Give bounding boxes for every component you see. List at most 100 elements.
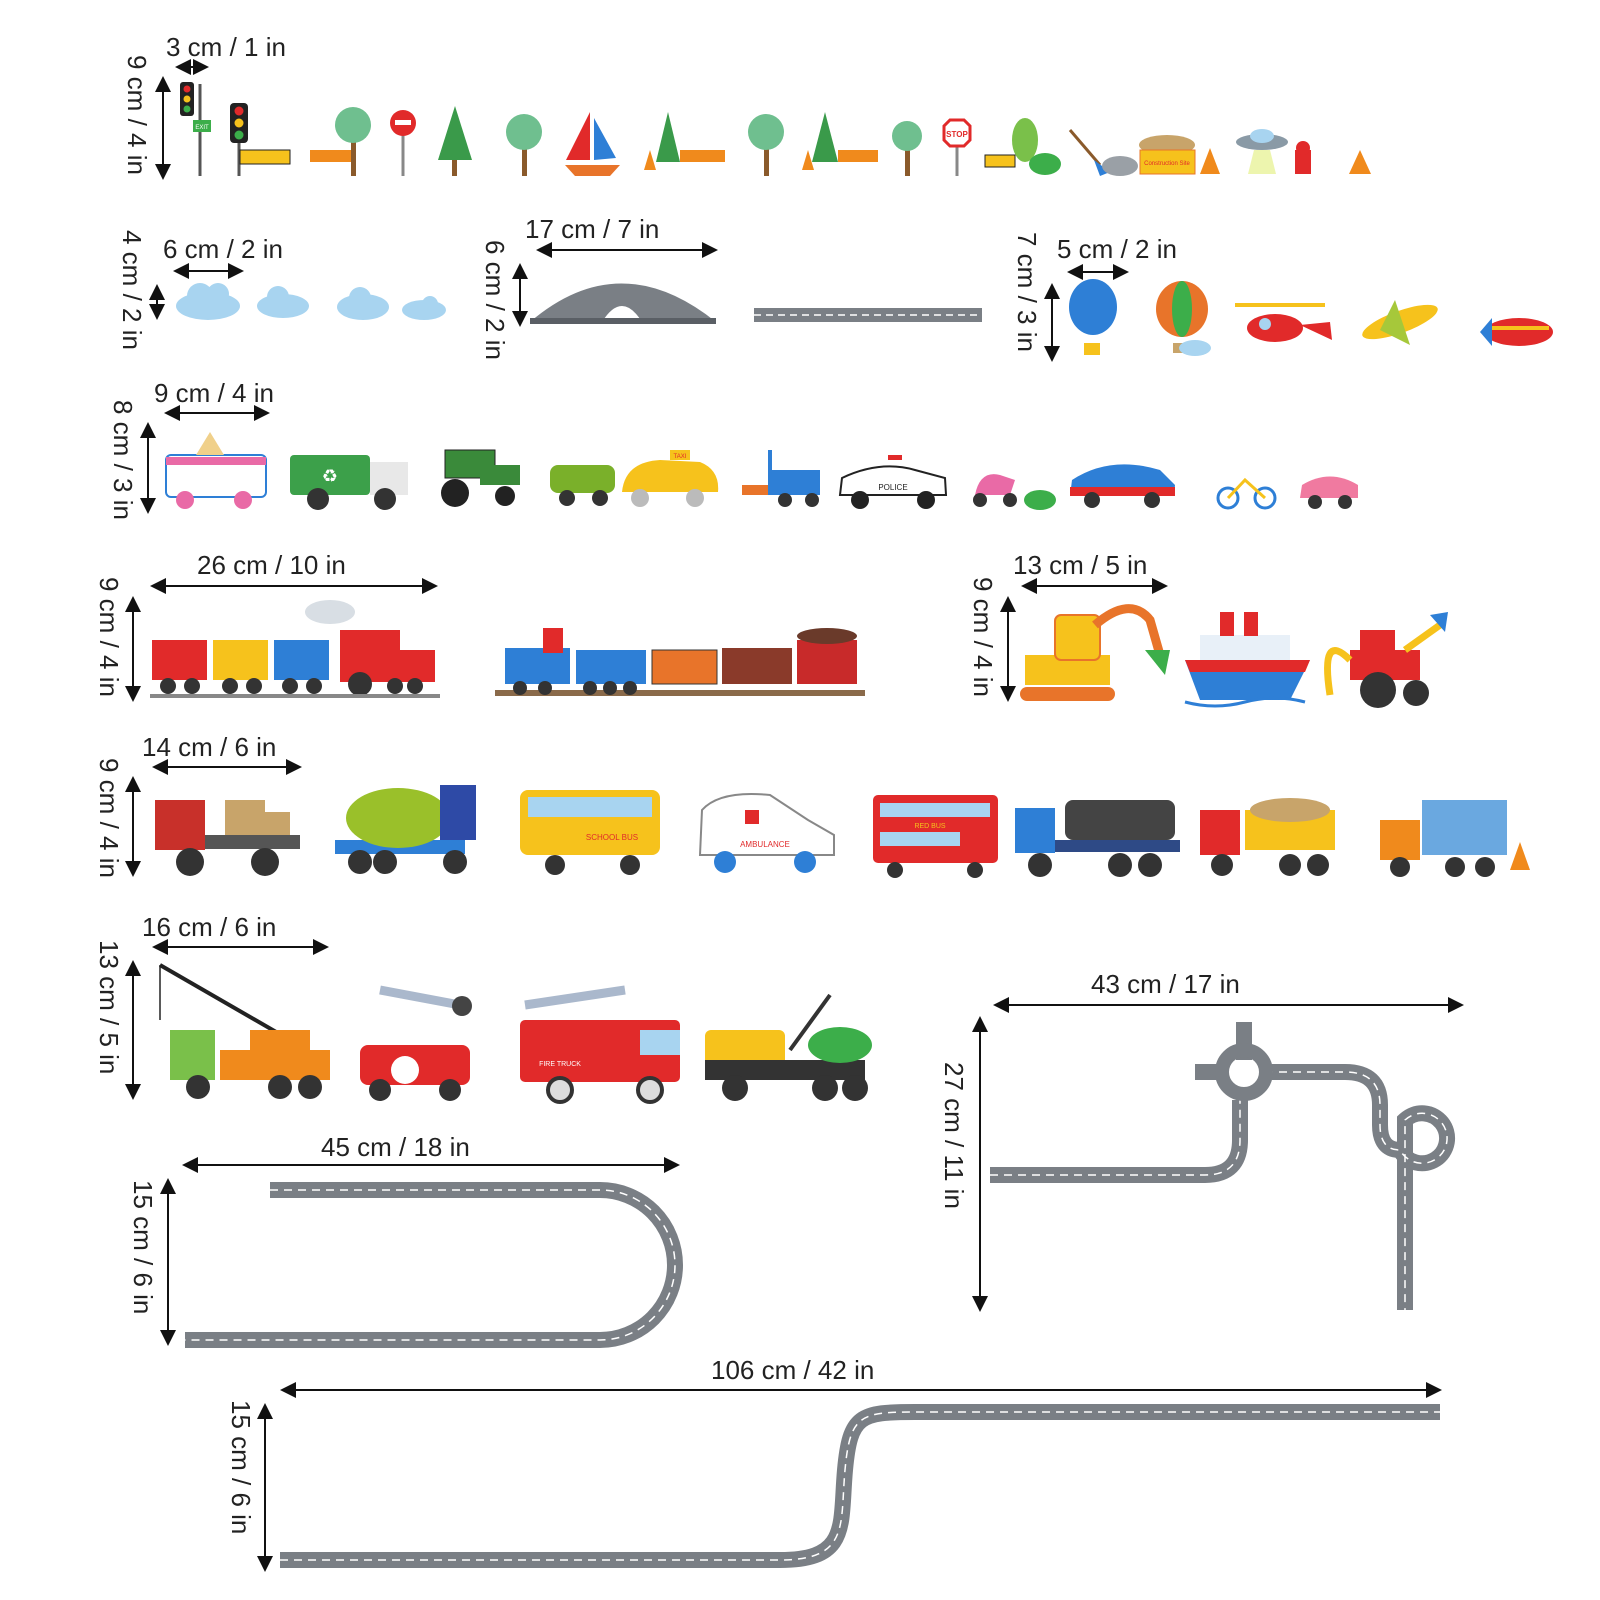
blimp-icon (1480, 318, 1553, 346)
crane-width-label: 16 cm / 6 in (142, 912, 277, 942)
tow-truck-icon (705, 993, 872, 1101)
tree-icon (748, 114, 784, 176)
airplane-icon (1362, 300, 1438, 345)
row-1-stickers: EXIT STOP Construction Site (180, 82, 1371, 176)
ambulance-icon: AMBULANCE (698, 793, 835, 873)
double-decker-bus-icon: RED BUS (873, 795, 998, 878)
barricade-icon (310, 150, 355, 162)
row-6-vehicles: FIRE TRUCK (159, 963, 872, 1104)
svg-text:♻: ♻ (322, 466, 338, 487)
bush-tree-icon (1012, 118, 1061, 175)
police-label-text: POLICE (878, 483, 907, 492)
scooter-icon (973, 474, 1056, 510)
train-width-label: 26 cm / 10 in (197, 550, 346, 580)
blue-dump-truck-icon (1380, 800, 1530, 877)
row-5-vehicles: SCHOOL BUS AMBULANCE RED BUS (155, 785, 1530, 878)
construction-sign-icon: Construction Site (1139, 135, 1196, 175)
cars-height-label: 8 cm / 3 in (108, 400, 138, 520)
bridge-width-label: 17 cm / 7 in (525, 214, 660, 244)
u-curve-road (185, 1182, 683, 1348)
road-pieces (185, 308, 1456, 1568)
fire-hydrant-icon (1295, 141, 1311, 174)
cement-mixer-icon (335, 785, 476, 874)
garbage-truck-icon: ♻ (290, 455, 408, 510)
pine-tree-icon (644, 112, 680, 170)
tree-icon (892, 121, 922, 176)
helicopter-icon (1235, 303, 1332, 342)
fire-truck-icon: FIRE TRUCK (520, 985, 680, 1104)
ice-cream-truck-icon (165, 432, 267, 509)
traffic-cone-icon (1349, 150, 1371, 174)
long-road-width-label: 106 cm / 42 in (711, 1355, 875, 1385)
taxi-sign-text: TAXI (674, 454, 687, 460)
hot-air-balloon-icon (1069, 279, 1117, 355)
construction-sign-text: Construction Site (1144, 161, 1190, 167)
barricade-icon (838, 150, 878, 162)
barricade-icon (680, 150, 725, 162)
bridge-height-label: 6 cm / 2 in (480, 240, 510, 360)
tractor-icon (441, 449, 520, 507)
loop-road-width-label: 43 cm / 17 in (1091, 969, 1240, 999)
u-road-height-label: 15 cm / 6 in (128, 1180, 158, 1315)
clouds-width-label: 6 cm / 2 in (163, 234, 283, 264)
bridge-icon (530, 283, 716, 324)
ufo-icon (1236, 129, 1288, 174)
pine-tree-icon (802, 112, 838, 170)
row1-width-label: 3 cm / 1 in (166, 32, 286, 62)
trucks-width-label: 14 cm / 6 in (142, 732, 277, 762)
barricade-icon (239, 149, 291, 165)
dump-truck-icon (1200, 798, 1335, 876)
cars-width-label: 9 cm / 4 in (154, 378, 274, 408)
tree-icon (335, 107, 371, 176)
row-4-stickers (150, 600, 1448, 708)
trucks-height-label: 9 cm / 4 in (94, 758, 124, 878)
roundabout (1215, 1043, 1273, 1101)
green-car-icon (550, 465, 615, 506)
train-height-label: 9 cm / 4 in (94, 577, 124, 697)
flatbed-truck-icon (155, 800, 300, 876)
row-3-vehicles: ♻ TAXI POLICE (165, 432, 1358, 510)
long-s-road (280, 1404, 1440, 1568)
row1-height-label: 9 cm / 4 in (122, 55, 152, 175)
ambulance-label: AMBULANCE (740, 840, 790, 849)
digger-height-label: 9 cm / 4 in (968, 577, 998, 697)
school-bus-label: SCHOOL BUS (586, 833, 638, 842)
digger-width-label: 13 cm / 5 in (1013, 550, 1148, 580)
stop-sign-icon: STOP (942, 118, 972, 176)
pine-tree-icon (438, 106, 472, 176)
no-entry-sign-icon (390, 110, 416, 176)
police-car-icon: POLICE (838, 455, 948, 509)
tree-icon (506, 114, 542, 176)
stop-sign-text: STOP (946, 130, 968, 139)
sailboat-icon (565, 112, 620, 176)
forklift-icon (742, 450, 820, 507)
crane-truck-icon (159, 963, 330, 1099)
freight-train-icon (495, 628, 865, 696)
aircraft-width-label: 5 cm / 2 in (1057, 234, 1177, 264)
toy-train-icon (150, 600, 440, 698)
blue-car-icon (1070, 464, 1175, 508)
tire-truck-icon (1015, 800, 1180, 877)
fire-truck-label: FIRE TRUCK (539, 1061, 581, 1068)
barricade-icon (984, 154, 1016, 168)
clouds-height-label: 4 cm / 2 in (117, 230, 147, 350)
gravel-pile-icon (1102, 156, 1138, 176)
aircraft-height-label: 7 cm / 3 in (1012, 232, 1042, 352)
crane-height-label: 13 cm / 5 in (94, 940, 124, 1075)
loop-road (990, 1100, 1248, 1183)
pink-car-icon (1300, 476, 1358, 509)
taxi-icon: TAXI (622, 450, 719, 507)
loop-road-height-label: 27 cm / 11 in (939, 1062, 969, 1209)
measure-arrows (125, 59, 1464, 1572)
hot-air-balloon-icon (1156, 281, 1211, 356)
traffic-cone-icon (1200, 148, 1220, 174)
exit-sign-text: EXIT (195, 125, 209, 131)
long-road-height-label: 15 cm / 6 in (226, 1400, 256, 1535)
ship-icon (1184, 612, 1310, 708)
backhoe-loader-icon (1324, 612, 1448, 708)
u-road-width-label: 45 cm / 18 in (321, 1132, 470, 1162)
cloud-icon (176, 283, 446, 320)
row-2-stickers (176, 279, 1553, 356)
bicycle-icon (1216, 477, 1277, 510)
